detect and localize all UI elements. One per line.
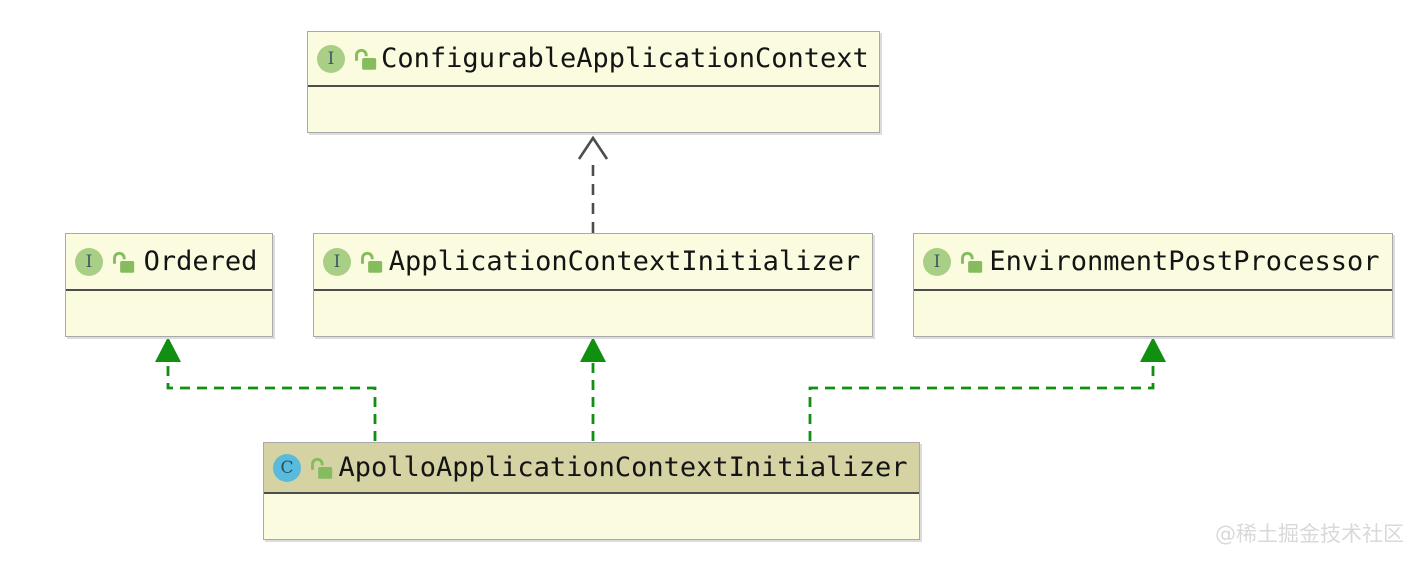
uml-node-environment-post-processor[interactable]: I EnvironmentPostProcessor — [913, 233, 1393, 337]
watermark: @稀土掘金技术社区 — [1215, 522, 1404, 546]
solid-arrowhead-icon — [155, 337, 181, 362]
node-header: I ApplicationContextInitializer — [314, 234, 872, 291]
unlocked-padlock-icon — [361, 251, 383, 273]
implements-arrow-application-context-initializer — [580, 337, 606, 441]
unlocked-padlock-icon — [355, 48, 377, 70]
interface-icon: I — [323, 247, 351, 276]
unlocked-padlock-icon — [961, 251, 983, 273]
uml-node-ordered[interactable]: I Ordered — [65, 233, 273, 337]
uml-node-apollo-application-context-initializer[interactable]: C ApolloApplicationContextInitializer — [263, 442, 920, 540]
interface-icon: I — [923, 247, 951, 276]
solid-arrowhead-icon — [580, 337, 606, 362]
node-title: EnvironmentPostProcessor — [989, 246, 1380, 277]
extends-arrow-configurable-application-context — [577, 135, 609, 233]
node-title: Ordered — [143, 246, 258, 277]
unlocked-padlock-icon — [113, 251, 135, 273]
implements-arrow-environment-post-processor — [808, 337, 1166, 441]
uml-node-application-context-initializer[interactable]: I ApplicationContextInitializer — [313, 233, 873, 337]
uml-node-configurable-application-context[interactable]: I ConfigurableApplicationContext — [307, 31, 880, 133]
node-header: I Ordered — [66, 234, 272, 291]
interface-icon: I — [317, 44, 345, 73]
node-header: I ConfigurableApplicationContext — [308, 32, 879, 87]
implements-arrow-ordered — [155, 337, 377, 441]
interface-icon: I — [75, 247, 103, 276]
node-header: I EnvironmentPostProcessor — [914, 234, 1392, 291]
unlocked-padlock-icon — [311, 457, 333, 479]
node-header: C ApolloApplicationContextInitializer — [264, 443, 919, 494]
solid-arrowhead-icon — [1140, 337, 1166, 362]
node-title: ConfigurableApplicationContext — [381, 43, 869, 74]
node-title: ApolloApplicationContextInitializer — [338, 452, 908, 483]
open-arrowhead-icon — [577, 135, 609, 160]
class-icon: C — [273, 453, 301, 482]
node-title: ApplicationContextInitializer — [388, 246, 861, 277]
